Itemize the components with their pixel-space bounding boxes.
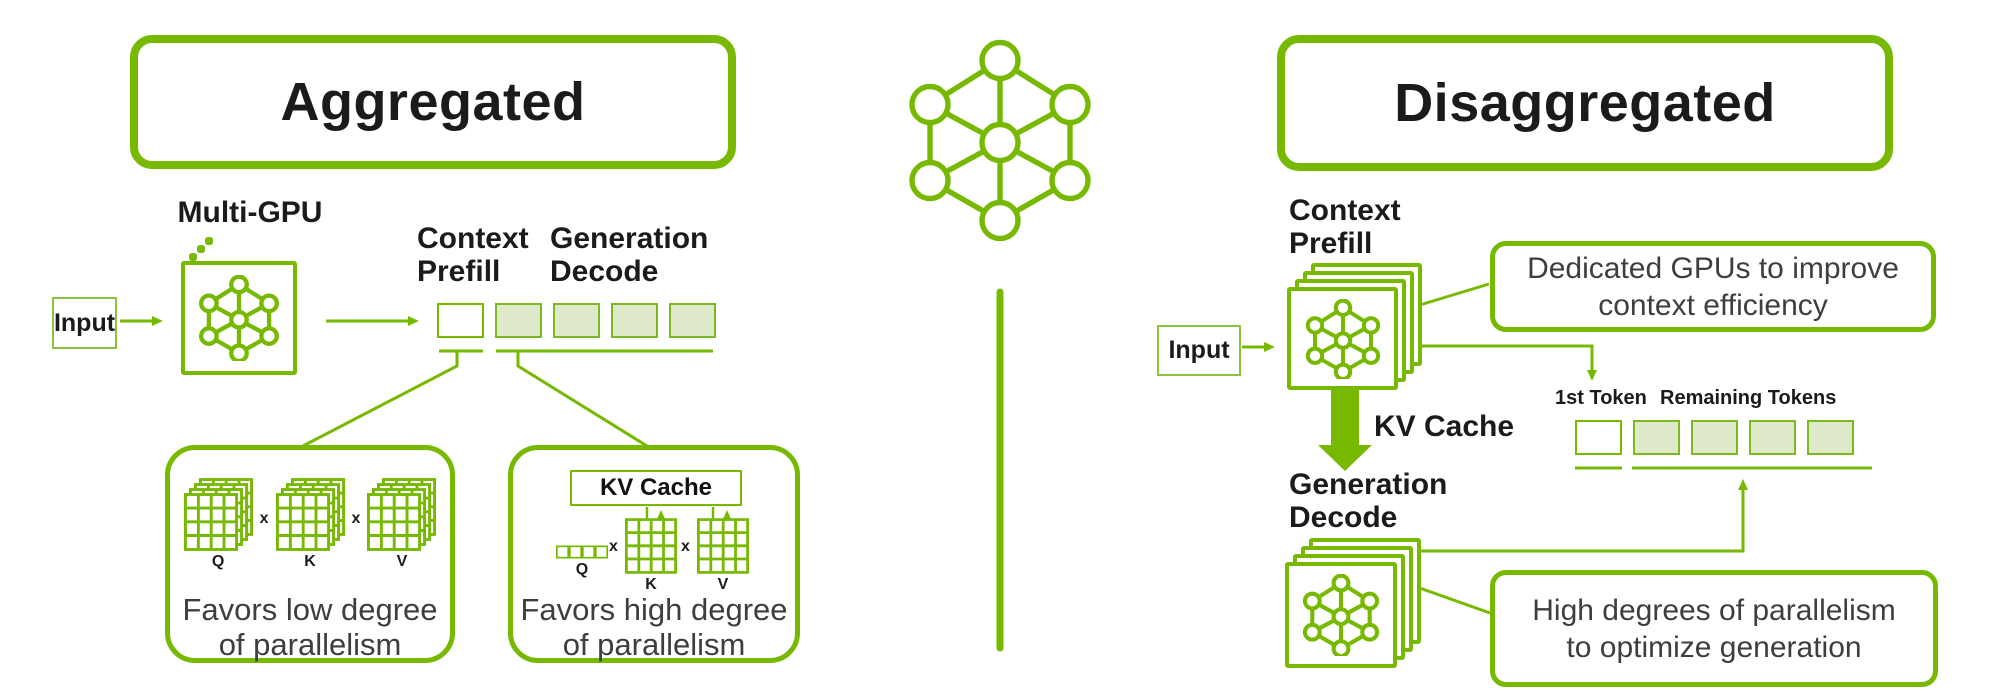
q-matrix-icon: [183, 478, 253, 551]
context-prefill-label-right: Context Prefill: [1289, 194, 1401, 260]
token-box-filled: [1691, 420, 1738, 455]
callout-line: to optimize generation: [1566, 630, 1862, 664]
token-row-left: [437, 303, 716, 338]
token-box-filled: [669, 303, 716, 338]
context-prefill-label-left: Context Prefill: [417, 222, 529, 288]
k-matrix-icon: [625, 518, 677, 574]
callout-line: High degrees of parallelism: [1532, 593, 1896, 627]
caption-line: of parallelism: [562, 627, 746, 662]
token-box-filled: [553, 303, 600, 338]
decode-line: Decode: [550, 255, 659, 288]
token-box-empty: [1575, 420, 1622, 455]
input-box-left: Input: [52, 297, 117, 349]
gpu-card-front: [1287, 287, 1398, 390]
generation-decode-label-left: Generation Decode: [550, 222, 708, 288]
token-box-filled: [611, 303, 658, 338]
v-label: V: [717, 576, 729, 593]
aggregated-title-box: Aggregated: [130, 35, 736, 169]
k-matrix-stack: K: [275, 478, 345, 571]
gpu-card: [189, 253, 197, 261]
context-prefill-gpu-stack: [1287, 263, 1422, 390]
neural-network-icon: [1300, 574, 1382, 656]
callout-line: context efficiency: [1598, 288, 1828, 322]
kv-cache-box: KV Cache: [570, 470, 742, 506]
multiply-operator: x: [351, 510, 361, 527]
token-box-filled: [1807, 420, 1854, 455]
caption-line: Favors low degree: [182, 592, 438, 627]
low-parallelism-box: Q x K x V: [165, 445, 455, 663]
q-label: Q: [211, 553, 225, 570]
kv-cache-label: KV Cache: [1374, 410, 1515, 443]
remaining-tokens-label: Remaining Tokens: [1660, 387, 1837, 409]
input-label: Input: [1168, 336, 1230, 364]
neural-network-icon: [196, 275, 282, 361]
caption-line: Favors high degree: [520, 592, 788, 627]
v-label: V: [396, 553, 408, 570]
neural-network-icon: [1303, 299, 1383, 379]
aggregated-title: Aggregated: [280, 72, 586, 132]
multiply-operator: x: [609, 538, 618, 555]
kv-cache-thick-arrow: [1318, 386, 1372, 471]
token-box-filled: [495, 303, 542, 338]
disaggregated-title: Disaggregated: [1394, 73, 1776, 133]
neural-network-icon-large: [912, 43, 1088, 239]
v-matrix-icon: [367, 478, 437, 551]
dedicated-gpus-callout: Dedicated GPUs to improve context effici…: [1490, 241, 1936, 332]
generation-line: Generation: [1289, 468, 1448, 501]
gpu-card: [197, 245, 205, 253]
q-vector-icon: [556, 545, 608, 559]
gpu-card-front: [181, 261, 297, 375]
multi-gpu-stack: [181, 237, 321, 375]
token-row-right: [1575, 420, 1854, 455]
token-box-filled: [1633, 420, 1680, 455]
v-matrix-icon: [697, 518, 749, 574]
decode-bracket-fork: [496, 349, 713, 448]
low-parallelism-caption: Favors low degree of parallelism: [170, 592, 450, 662]
prefill-bracket-fork: [302, 349, 483, 448]
disaggregated-title-box: Disaggregated: [1277, 35, 1893, 171]
decode-line: Decode: [1289, 501, 1398, 534]
multiply-operator: x: [259, 510, 269, 527]
high-parallelism-caption: Favors high degree of parallelism: [513, 592, 795, 662]
prefill-line: Prefill: [1289, 227, 1373, 260]
callout-line: Dedicated GPUs to improve: [1527, 251, 1899, 285]
gpu-card-front: [1285, 562, 1397, 668]
generation-decode-label-right: Generation Decode: [1289, 468, 1447, 534]
q-label: Q: [575, 561, 589, 578]
input-box-right: Input: [1157, 325, 1241, 376]
gpu-card: [205, 237, 213, 245]
multi-gpu-label: Multi-GPU: [177, 196, 323, 229]
token-box-filled: [1749, 420, 1796, 455]
high-parallelism-box: KV Cache Q x K x V Favors high degree of…: [508, 445, 800, 663]
generation-callout: High degrees of parallelism to optimize …: [1490, 570, 1938, 687]
token-box-empty: [437, 303, 484, 338]
prefill-line: Prefill: [417, 255, 501, 288]
input-label: Input: [53, 308, 116, 337]
generation-line: Generation: [550, 222, 709, 255]
k-label: K: [645, 576, 657, 593]
prefill-to-first-token-arrow: [1402, 344, 1597, 381]
v-matrix-stack: V: [367, 478, 437, 571]
q-matrix-stack: Q: [183, 478, 253, 571]
k-matrix-icon: [275, 478, 345, 551]
multiply-operator: x: [681, 538, 690, 555]
decode-to-tokens-arrow: [1415, 479, 1748, 553]
k-label: K: [304, 553, 316, 570]
context-line: Context: [417, 222, 529, 255]
qkv-matrices-row: Q x K x V: [170, 478, 450, 571]
context-line: Context: [1289, 194, 1401, 227]
caption-line: of parallelism: [218, 627, 402, 662]
kv-cache-box-label: KV Cache: [599, 474, 713, 501]
first-token-label: 1st Token: [1555, 387, 1647, 409]
generation-decode-gpu-stack: [1285, 538, 1421, 668]
